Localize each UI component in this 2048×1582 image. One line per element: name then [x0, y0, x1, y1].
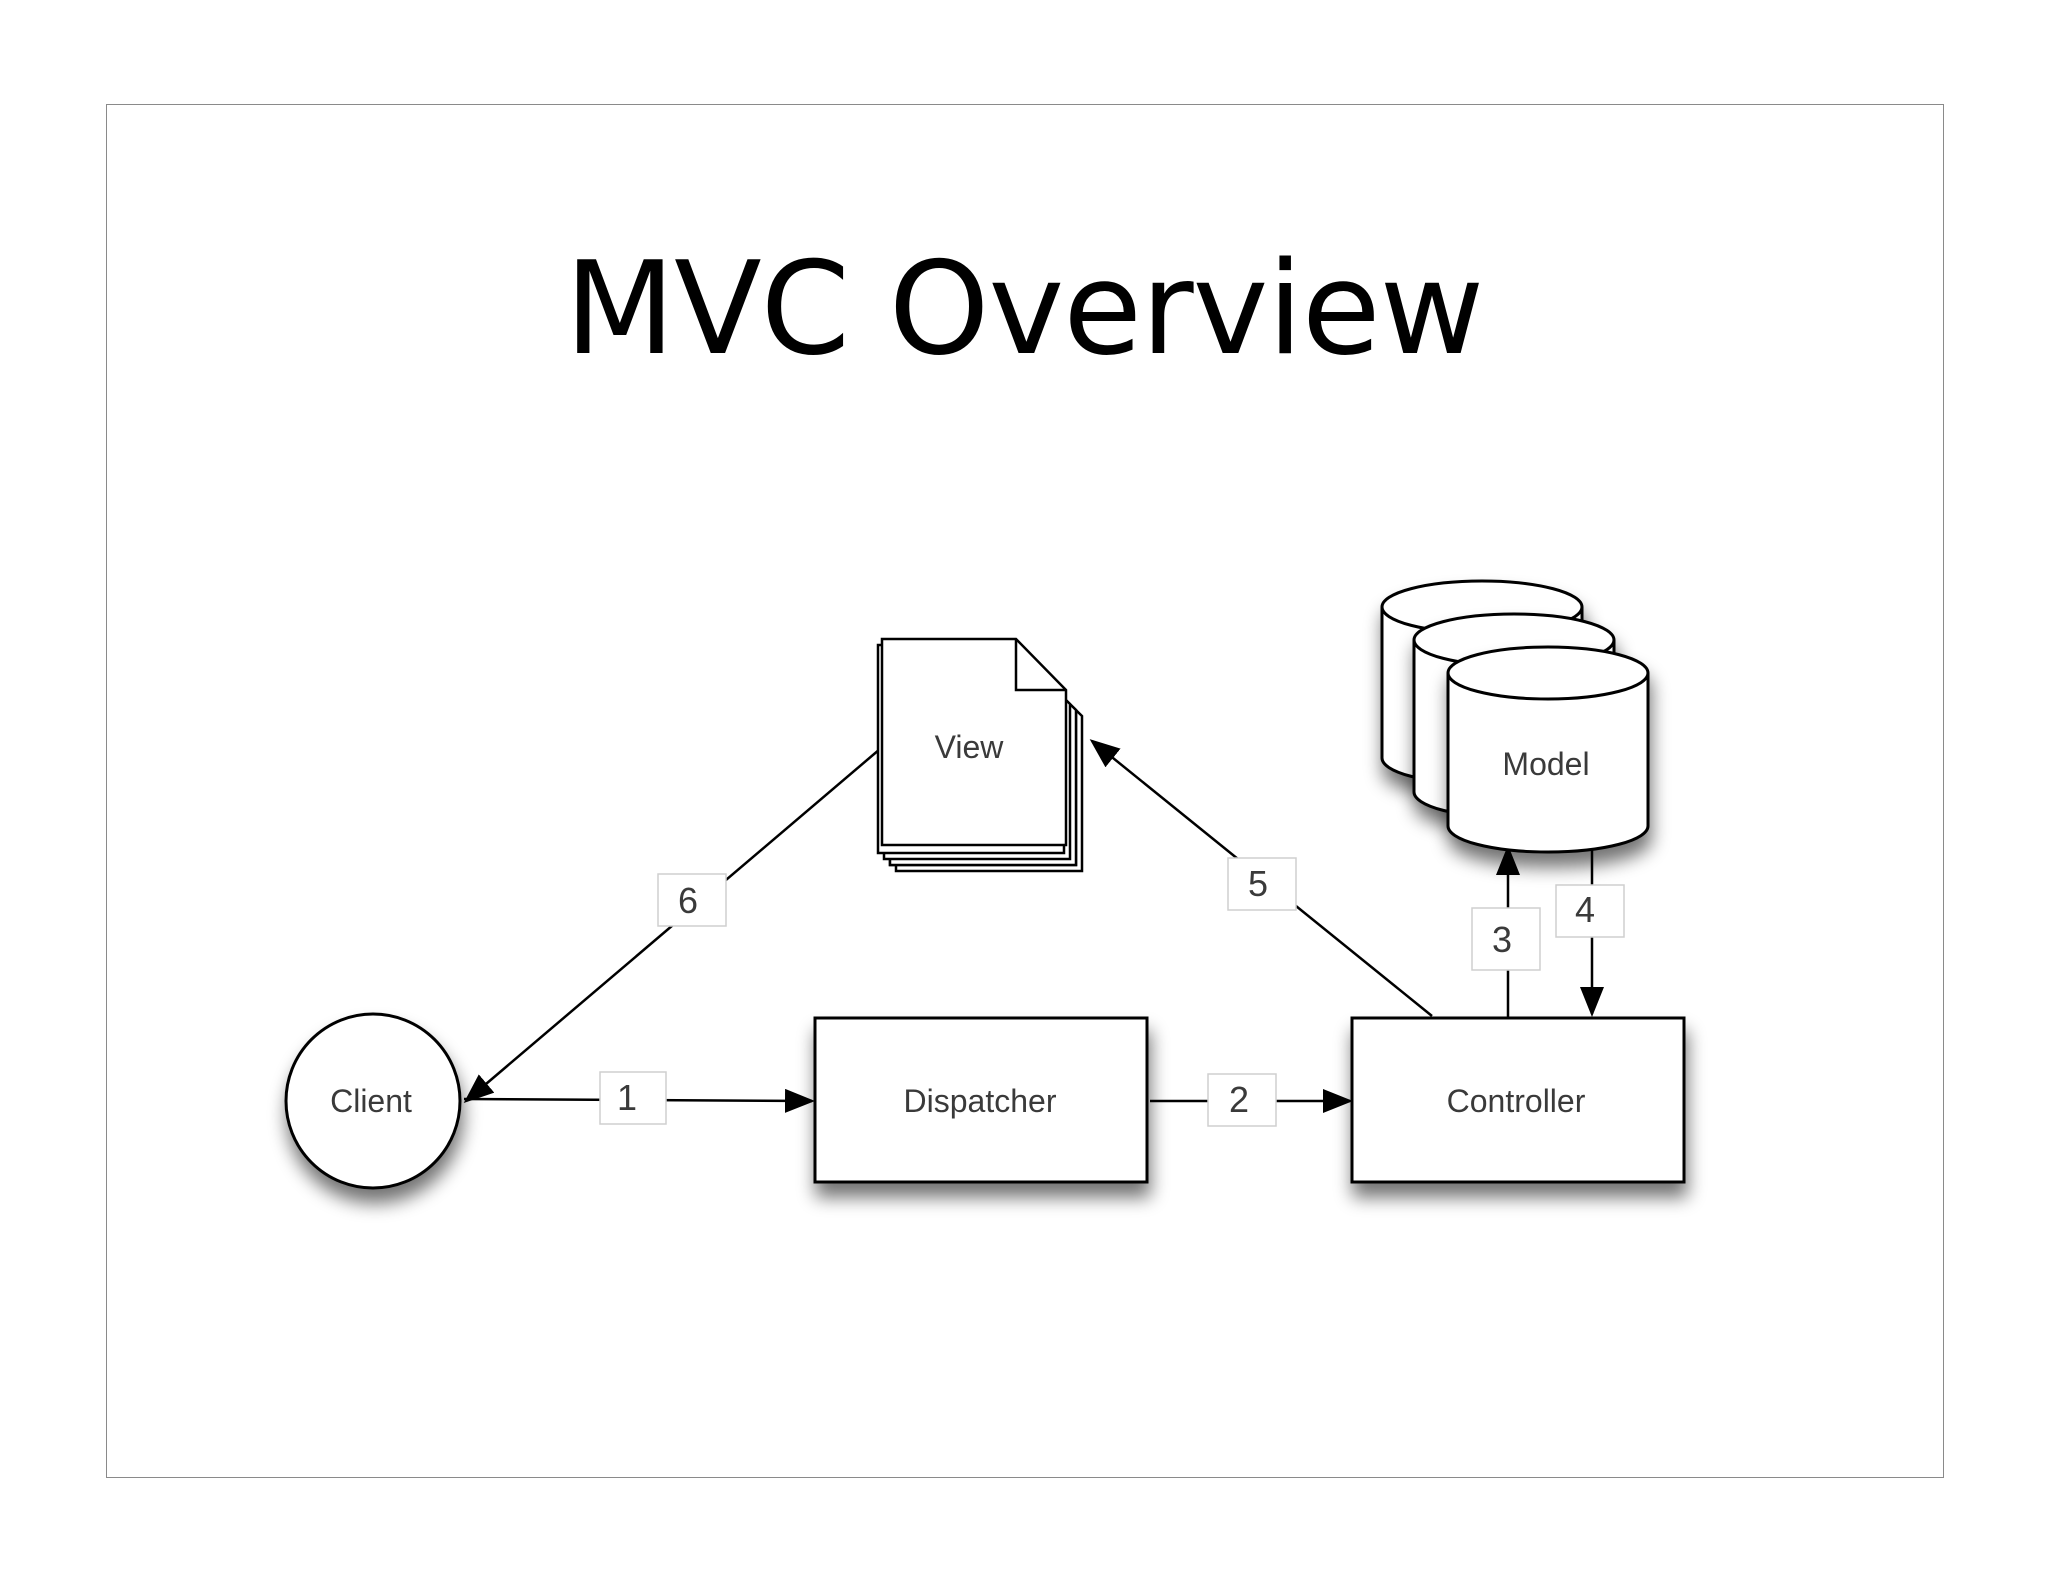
controller-node: Controller: [1350, 1016, 1686, 1184]
view-node: View: [876, 637, 1084, 873]
edge-label-5-text: 5: [1248, 863, 1268, 904]
model-cylinder-front: [1446, 645, 1650, 854]
edge-label-5: 5: [1227, 857, 1297, 911]
model-node: Model: [1380, 579, 1650, 854]
client-label: Client: [330, 1083, 412, 1119]
edge-label-1-text: 1: [617, 1077, 637, 1118]
client-node: Client: [284, 1012, 462, 1190]
edge-label-6: 6: [657, 873, 727, 927]
model-label: Model: [1502, 746, 1589, 782]
view-label: View: [935, 729, 1005, 765]
controller-label: Controller: [1447, 1083, 1586, 1119]
edge-label-4-text: 4: [1575, 889, 1595, 930]
edge-label-6-text: 6: [678, 880, 698, 921]
slide-title: MVC Overview: [564, 235, 1485, 384]
edge-label-2-text: 2: [1229, 1079, 1249, 1120]
edge-label-3: 3: [1471, 907, 1541, 971]
dispatcher-label: Dispatcher: [904, 1083, 1057, 1119]
edge-label-2: 2: [1207, 1073, 1277, 1127]
dispatcher-node: Dispatcher: [813, 1016, 1149, 1184]
edge-label-3-text: 3: [1492, 919, 1512, 960]
edge-label-1: 1: [599, 1071, 667, 1125]
edge-label-4: 4: [1555, 884, 1625, 938]
